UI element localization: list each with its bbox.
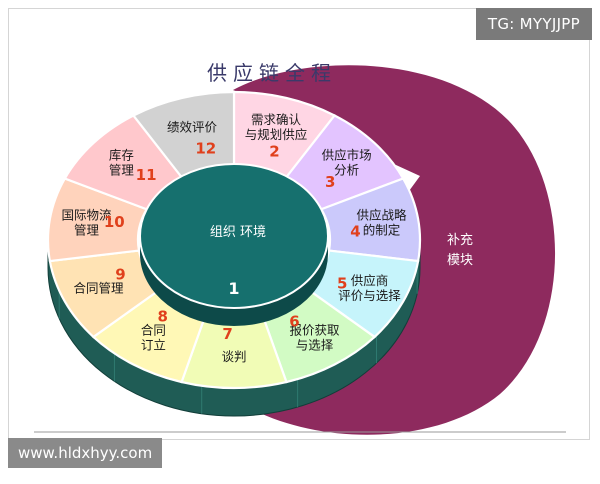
segment-label: 绩效评价 [167, 119, 218, 134]
center-hub-side [140, 236, 328, 326]
segment-label: 谈判 [221, 349, 246, 364]
center-hub-group: 组织 环境 1 [139, 163, 329, 326]
segment-label: 管理 [109, 163, 135, 178]
center-number: 1 [228, 279, 239, 298]
segment-number: 6 [289, 313, 299, 331]
segment-number: 3 [325, 173, 335, 191]
segment-label: 订立 [141, 338, 166, 353]
segment-label: 合同 [141, 323, 166, 338]
segment-label: 供应市场 [322, 148, 372, 163]
segment-label: 国际物流 [62, 208, 113, 223]
segment-number: 12 [195, 140, 216, 158]
segment-label: 的制定 [363, 223, 401, 238]
segment-label: 管理 [74, 223, 100, 238]
segment-label: 供应战略 [356, 208, 407, 223]
segment-12: 绩效评价 12 [131, 90, 236, 180]
segment-label: 与选择 [296, 338, 334, 353]
segment-label: 供应商 [351, 273, 389, 288]
segment-number: 10 [104, 213, 125, 231]
segment-number: 2 [269, 142, 279, 160]
segment-label: 合同管理 [73, 280, 124, 295]
segment-number: 11 [136, 166, 157, 184]
segment-number: 7 [222, 325, 232, 343]
watermark-top-right: TG: MYYJJPP [475, 8, 592, 40]
diagram-title: 供应链全程 [207, 61, 337, 85]
center-hub [139, 163, 329, 309]
supplement-label-line1: 补充 [447, 232, 473, 248]
segment-label: 与规划供应 [245, 127, 308, 142]
segment-7: 谈判 7 [180, 309, 288, 390]
supplement-label-line2: 模块 [447, 253, 473, 268]
segment-label: 报价获取 [290, 323, 341, 338]
segment-label: 分析 [334, 163, 359, 178]
segment-label: 评价与选择 [338, 288, 401, 303]
segment-number: 9 [115, 266, 125, 284]
segment-number: 5 [337, 274, 347, 292]
segment-number: 8 [158, 307, 168, 325]
segment-label: 库存 [109, 148, 134, 163]
segment-label: 需求确认 [251, 112, 302, 127]
segment-number: 4 [350, 223, 360, 241]
watermark-bottom-left: www.hldxhyy.com [8, 438, 163, 468]
center-label: 组织 环境 [210, 225, 266, 240]
